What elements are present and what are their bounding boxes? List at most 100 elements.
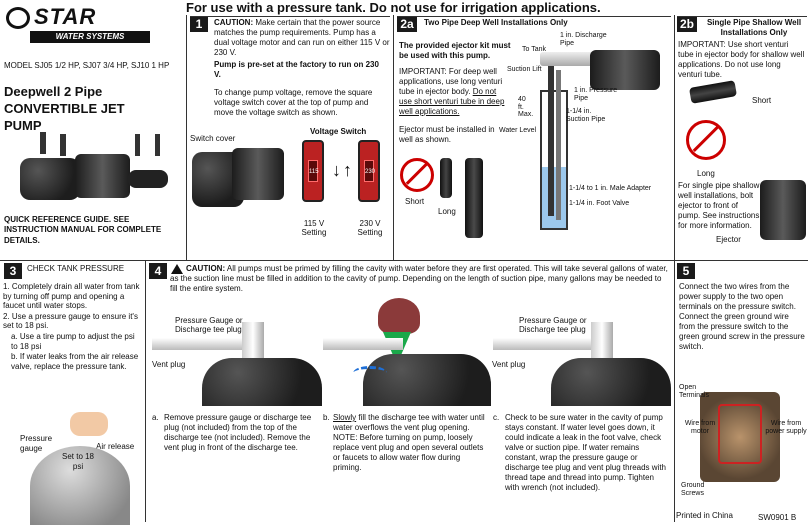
factory-preset-note: Pump is pre-set at the factory to run on… [214, 60, 379, 79]
prohibited-short-icon [400, 158, 434, 192]
warning-triangle-icon [171, 264, 183, 274]
switch-115-icon: 115 [302, 140, 324, 202]
label-water-level: Water Level [499, 127, 537, 134]
switch-230-display: 230 [364, 160, 375, 182]
caution-text: Make certain that the power source match… [214, 18, 390, 57]
vent-plug-label-c: Vent plug [492, 360, 526, 369]
priming-image-c [493, 308, 671, 406]
caution-label: CAUTION: [214, 18, 254, 27]
voltage-instructions: To change pump voltage, remove the squar… [214, 88, 373, 117]
vent-plug-label-a: Vent plug [152, 360, 186, 369]
deep-well-warning: Do not use short venturi tube in deep we… [399, 87, 505, 116]
model-list: MODEL SJ05 1/2 HP, SJ07 3/4 HP, SJ10 1 H… [4, 61, 170, 70]
pump-product-photo [20, 132, 180, 210]
long-venturi-tube-icon [440, 158, 452, 198]
label-male-adapter: 1-1/4 to 1 in. Male Adapter [569, 185, 652, 192]
step-2b-number: 2b [677, 16, 697, 32]
quick-reference-note: QUICK REFERENCE GUIDE. SEE INSTRUCTION M… [4, 215, 162, 245]
pressure-tank-icon [30, 446, 130, 525]
page-headline: For use with a pressure tank. Do not use… [186, 0, 601, 15]
switch-230-icon: 230 [358, 140, 380, 202]
step-4-caution-text: All pumps must be primed by filling the … [170, 264, 668, 293]
step-3-item: 2. Use a pressure gauge to ensure it's s… [3, 311, 138, 331]
label-pressure-pipe: 1 in. Pressure Pipe [574, 87, 618, 102]
step-2a-number: 2a [397, 16, 417, 32]
step-4b-emphasis: Slowly [333, 413, 357, 422]
ejector-kit-note: The provided ejector kit must be used wi… [399, 41, 511, 60]
pressure-gauge-label: Pressure gauge [20, 434, 53, 453]
step-4b-letter: b. [323, 413, 330, 422]
switch-115-display: 115 [308, 160, 319, 182]
brand-name: STAR [34, 4, 97, 29]
step-1-pump-photo [192, 142, 292, 217]
short-tube-label: Short [405, 197, 425, 206]
label-suction-lift: Suction Lift [507, 66, 542, 73]
step-4-caution: CAUTION: All pumps must be primed by fil… [170, 264, 670, 294]
pressure-switch-photo [700, 392, 780, 482]
ejector-install-note: Ejector must be installed in well as sho… [399, 125, 495, 144]
step-2b-title: Single Pipe Shallow Well Installations O… [706, 18, 802, 37]
gauge-plug-label-a: Pressure Gauge or Discharge tee plug [175, 316, 243, 335]
step-1-caution: CAUTION: Make certain that the power sou… [214, 18, 390, 58]
step-4-caution-label: CAUTION: [186, 264, 226, 273]
step-4a-letter: a. [152, 413, 159, 422]
label-discharge-pipe: 1 in. Discharge Pipe [560, 32, 607, 47]
step-4b: b. Slowly fill the discharge tee with wa… [323, 413, 489, 473]
deep-well-pump-icon [590, 50, 660, 90]
tank-pressure-steps: 1. Completely drain all water from tank … [3, 282, 143, 372]
voltage-switch-label: Voltage Switch [310, 127, 367, 136]
brand-logo: STAR WATER SYSTEMS [6, 4, 151, 44]
logo-mark-icon [6, 7, 30, 29]
step-3-item: a. Use a tire pump to adjust the psi to … [11, 331, 135, 351]
step-4c-letter: c. [493, 413, 500, 422]
switch-cover-label: Switch cover [190, 134, 236, 143]
step-2a-title: Two Pipe Deep Well Installations Only [424, 18, 568, 27]
shallow-well-important: IMPORTANT: Use short venturi tube in eje… [678, 40, 805, 79]
wire-from-power-label: Wire from power supply [765, 420, 807, 435]
step-3-item: 1. Completely drain all water from tank … [3, 282, 140, 311]
step-4-number: 4 [149, 263, 167, 279]
label-suction-pipe: 1-1/4 in. Suction Pipe [566, 108, 606, 123]
setting-115-label: 115 V Setting [301, 219, 327, 238]
long-tube-label: Long [438, 207, 456, 216]
well-casing-icon [540, 90, 568, 230]
document-code: SW0901 B [758, 513, 797, 522]
arrow-down-icon: ↓ [332, 160, 341, 180]
wire-from-motor-label: Wire from motor [684, 420, 716, 435]
shallow-well-pump-icon [760, 180, 806, 240]
short-venturi-tube-icon [688, 80, 738, 104]
step-4c: c. Check to be sure water in the cavity … [493, 413, 669, 493]
priming-image-a [152, 308, 322, 406]
product-title: Deepwell 2 Pipe CONVERTIBLE JET PUMP [4, 84, 125, 133]
open-terminals-label: Open Terminals [679, 384, 709, 399]
ejector-body-icon [465, 158, 483, 238]
step-4c-text: Check to be sure water in the cavity of … [505, 413, 666, 492]
step-4a-text: Remove pressure gauge or discharge tee p… [164, 413, 312, 452]
step-3-item: b. If water leaks from the air release v… [11, 352, 139, 371]
air-release-label: Air release [96, 442, 135, 451]
step-4a: a. Remove pressure gauge or discharge te… [152, 413, 316, 453]
brand-subtitle: WATER SYSTEMS [30, 31, 150, 43]
wiring-instructions: Connect the two wires from the power sup… [679, 282, 805, 351]
deep-well-important: IMPORTANT: For deep well applications, u… [399, 67, 509, 117]
priming-image-b [323, 292, 491, 406]
step-1-number: 1 [190, 16, 208, 32]
arrow-up-icon: ↑ [343, 160, 352, 180]
gauge-plug-label-c: Pressure Gauge or Discharge tee plug [519, 316, 587, 335]
set-to-psi-label: Set to 18 psi [61, 452, 95, 471]
hand-gauge-icon [70, 412, 108, 436]
deep-well-diagram [510, 30, 670, 240]
ejector-label: Ejector [716, 235, 741, 244]
prohibited-long-icon [686, 120, 726, 160]
label-to-tank: To Tank [522, 46, 546, 53]
step-3-title: CHECK TANK PRESSURE [27, 264, 125, 273]
deep-well-important-text: IMPORTANT: For deep well applications, u… [399, 67, 503, 96]
step-5-number: 5 [677, 263, 695, 279]
shallow-short-label: Short [752, 96, 772, 105]
ground-screws-label: Ground Screws [681, 482, 705, 497]
label-foot-valve: 1-1/4 in. Foot Valve [569, 200, 630, 207]
shallow-long-label: Long [697, 169, 715, 178]
step-3-number: 3 [4, 263, 22, 279]
shallow-well-note: For single pipe shallow well installatio… [678, 181, 760, 230]
printed-in-label: Printed in China [676, 511, 733, 520]
